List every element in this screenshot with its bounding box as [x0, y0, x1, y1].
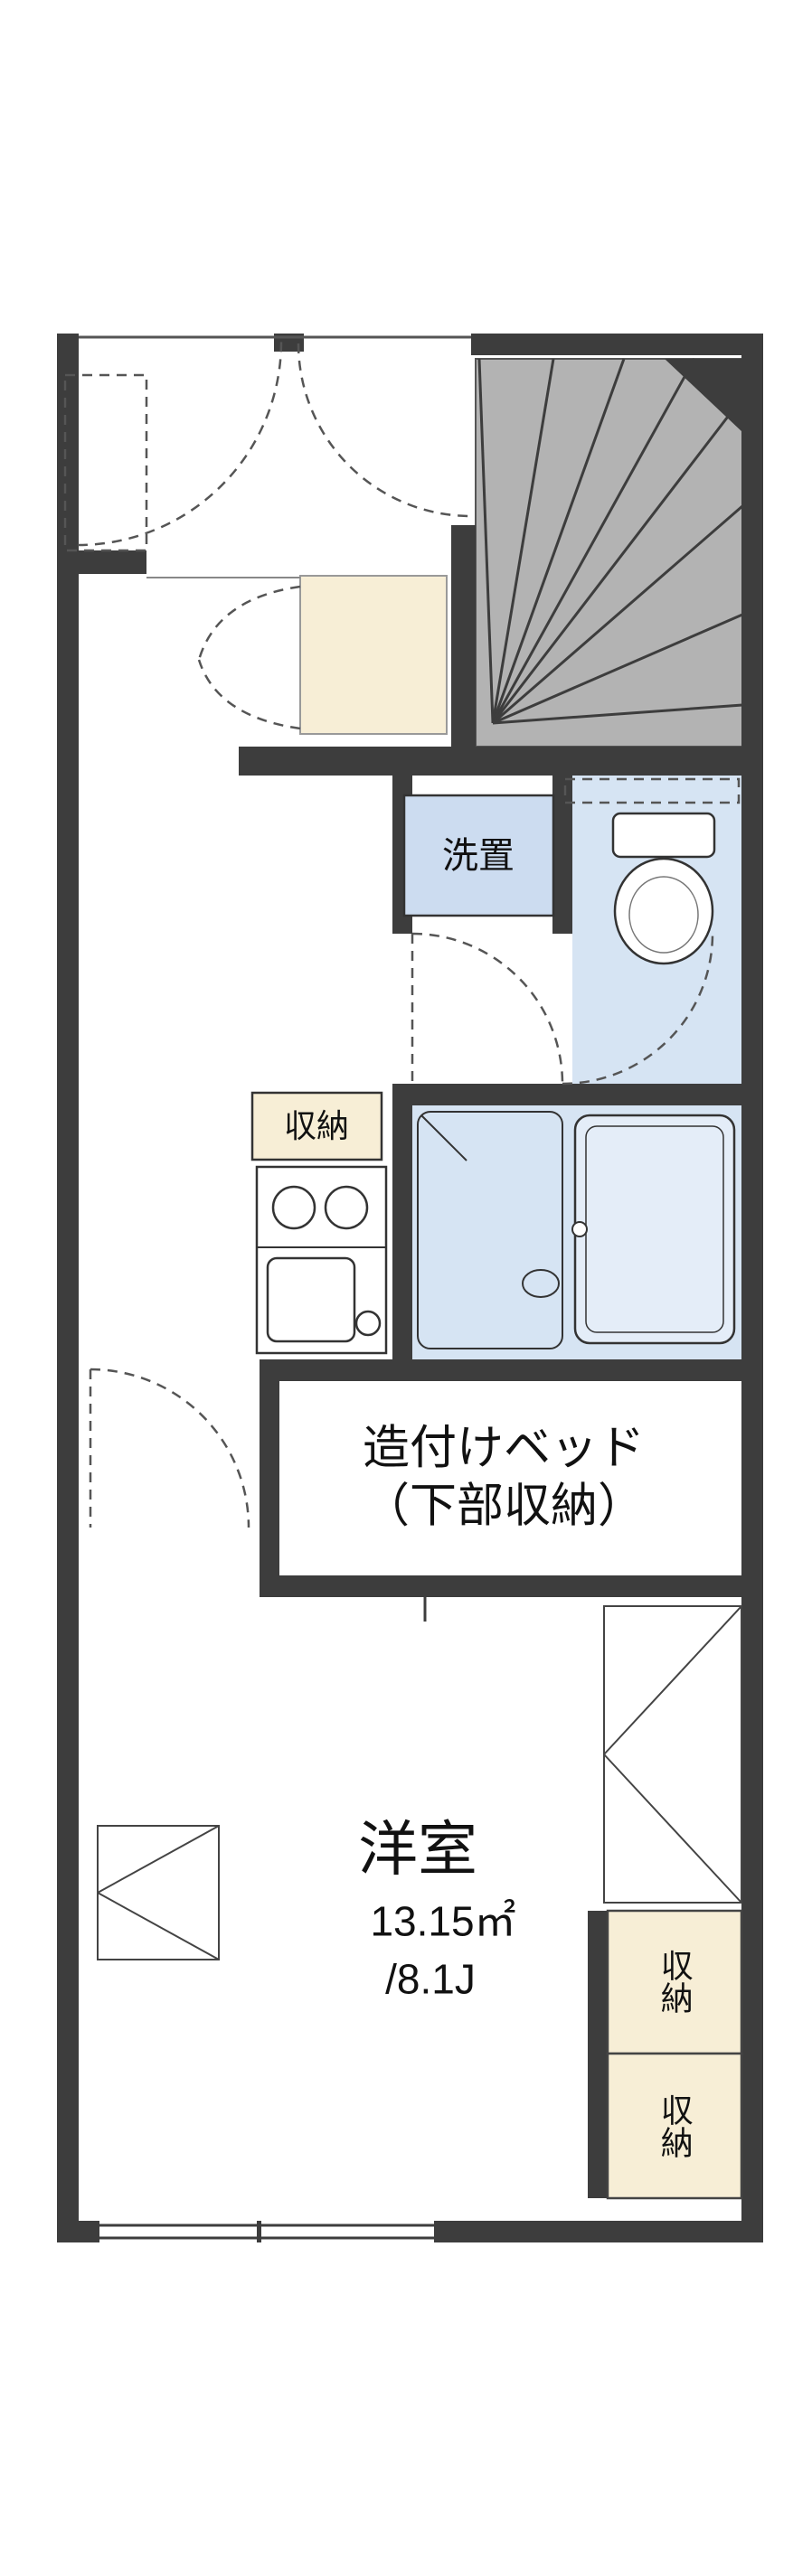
toilet-tank — [611, 812, 716, 859]
laundry-label: 洗置 — [442, 836, 515, 876]
wall-entry-stub — [57, 550, 146, 574]
entry-cabinet-dashed — [63, 373, 148, 552]
wall-closet-left — [588, 1911, 608, 2198]
wall-bathroom-left — [392, 1084, 412, 1359]
built-in-bed-label: 造付けベッド — [362, 1422, 646, 1475]
washroom-door-swing — [411, 932, 564, 1085]
entry-door-swing-right — [297, 343, 472, 518]
wall-top-right — [471, 334, 763, 355]
kitchen-storage-label: 収納 — [283, 1107, 350, 1145]
walls — [57, 334, 763, 2242]
wall-bathroom-top — [392, 1084, 741, 1105]
faucet-icon — [354, 1310, 382, 1337]
closet-upper-box — [606, 1909, 743, 2055]
room-area-m2-label: 13.15㎡ — [370, 1897, 516, 1945]
bathtub-icon — [573, 1114, 736, 1345]
kitchen-storage-box — [250, 1091, 383, 1161]
wall-mid-horizontal — [239, 747, 763, 776]
genkan-floor — [299, 575, 448, 735]
window-center-tick — [257, 2221, 261, 2242]
void-area — [603, 1605, 742, 1904]
closet-lower-label: 収納 — [656, 2093, 694, 2158]
wall-toilet-left — [552, 776, 572, 934]
wall-bed-bottom — [268, 1575, 741, 1597]
shower-area — [417, 1111, 563, 1349]
wall-stair-left — [451, 525, 476, 751]
stair-treads — [477, 358, 744, 725]
stove-burner-icon — [271, 1185, 316, 1230]
closet-lower-box — [606, 2052, 743, 2200]
corner-counter-symbol — [97, 1825, 220, 1960]
entry-door-swing-left — [77, 341, 283, 547]
wall-bed-top — [260, 1359, 741, 1381]
wall-bed-left — [260, 1359, 279, 1597]
room-area-jo-label: /8.1J — [385, 1955, 476, 2003]
room-door-swing — [90, 1368, 250, 1528]
shoe-cabinet-door-swing-bottom — [197, 659, 301, 730]
washing-machine-space — [402, 794, 555, 917]
kitchen-sink-icon — [266, 1256, 356, 1343]
wall-bottom-right — [434, 2221, 763, 2242]
wall-right — [741, 334, 763, 2242]
bathtub-faucet-icon — [571, 1221, 588, 1237]
bed-storage-sublabel: （下部収納） — [362, 1480, 646, 1533]
dashed-symbols — [63, 341, 741, 1528]
staircase — [475, 358, 744, 747]
kitchen-unit — [255, 1165, 388, 1355]
window — [99, 2221, 434, 2242]
bathroom-fixtures — [417, 1111, 736, 1349]
closet-upper-label: 収納 — [656, 1949, 694, 2014]
wall-bottom-left — [57, 2221, 99, 2242]
toilet-icon — [611, 812, 716, 965]
bath-drain-icon — [522, 1269, 560, 1298]
stair-corner-landing — [665, 359, 742, 432]
toilet-seat — [628, 876, 699, 954]
stove-burner-icon — [324, 1185, 369, 1230]
shoe-cabinet-door-swing-top — [197, 585, 301, 661]
bath-door-fold-line — [420, 1114, 467, 1161]
toilet-bowl — [613, 857, 714, 965]
wall-left — [57, 334, 79, 2242]
toilet-shelf-dashed — [563, 777, 741, 804]
room-name-label: 洋室 — [358, 1815, 477, 1883]
